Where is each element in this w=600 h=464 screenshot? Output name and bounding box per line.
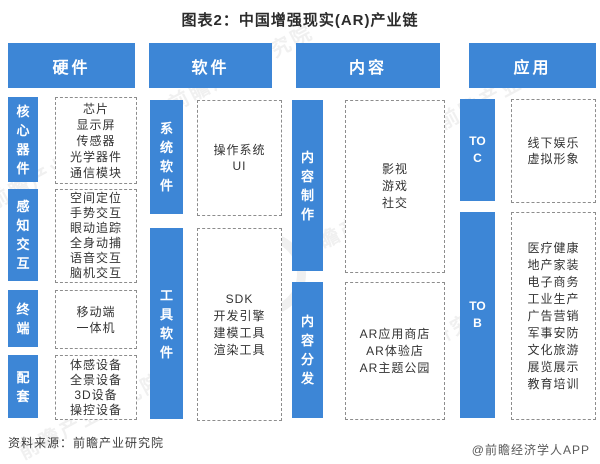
- section-label-accessories: 配套: [8, 355, 38, 418]
- chart-title: 图表2：中国增强现实(AR)产业链: [181, 12, 419, 29]
- box-item: 操作系统: [213, 143, 266, 157]
- box-item: 一体机: [76, 320, 116, 335]
- box-item: 通信模块: [69, 165, 122, 180]
- column-header-content: 内容: [296, 43, 440, 88]
- box-item: UI: [232, 159, 247, 173]
- section-box-perception-interaction: 空间定位手势交互眼动追踪全身动捕语音交互脑机交互: [55, 189, 137, 283]
- column-header-application: 应用: [469, 43, 596, 88]
- box-item: 渲染工具: [213, 342, 266, 357]
- box-item: 全景设备: [69, 372, 122, 387]
- box-item: 传感器: [76, 133, 116, 148]
- source-note: 资料来源：前瞻产业研究院: [8, 436, 165, 450]
- box-item: 眼动追踪: [69, 221, 122, 235]
- box-item: 3D设备: [74, 387, 118, 402]
- box-item: 医疗健康: [527, 240, 580, 255]
- box-item: 建模工具: [213, 325, 266, 340]
- box-item: 影视: [381, 162, 408, 176]
- section-label-core-components: 核心器件: [8, 97, 38, 182]
- box-item: 手势交互: [69, 206, 122, 220]
- section-box-content-distribution: AR应用商店 AR体验店 AR主题公园: [345, 282, 445, 420]
- box-item: 游戏: [381, 179, 408, 193]
- box-item: 移动端: [76, 304, 116, 319]
- section-label-content-distribution: 内容分发: [292, 282, 323, 418]
- box-item: 广告营销: [527, 308, 580, 323]
- section-label-tool-software: 工具软件: [150, 228, 183, 419]
- column-header-software: 软件: [149, 43, 272, 88]
- box-item: 地产家装: [527, 257, 580, 272]
- box-item: 体感设备: [69, 357, 122, 372]
- section-box-to-c: 线下娱乐虚拟形象: [511, 99, 596, 203]
- attribution-note: @前瞻经济学人APP: [471, 443, 590, 457]
- box-item: 工业生产: [527, 291, 580, 306]
- box-item: AR应用商店: [359, 326, 431, 341]
- box-item: AR体验店: [366, 343, 424, 358]
- box-item: 文化旅游: [527, 342, 580, 357]
- section-label-content-production: 内容制作: [292, 100, 323, 271]
- section-box-content-production: 影视游戏社交: [345, 100, 445, 273]
- box-item: 显示屏: [76, 117, 116, 132]
- section-box-terminal: 移动端一体机: [55, 290, 137, 349]
- box-item: AR主题公园: [359, 360, 431, 375]
- box-item: 脑机交互: [69, 266, 122, 280]
- box-item: 语音交互: [69, 251, 122, 265]
- box-item: SDK: [225, 291, 254, 306]
- box-item: 开发引擎: [213, 308, 266, 323]
- box-item: 社交: [381, 196, 408, 210]
- section-label-perception-interaction: 感知交互: [8, 189, 38, 281]
- box-item: 芯片: [82, 101, 109, 116]
- box-item: 电子商务: [527, 274, 580, 289]
- box-item: 教育培训: [527, 376, 580, 391]
- section-label-system-software: 系统软件: [150, 100, 183, 214]
- box-item: 操控设备: [69, 402, 122, 417]
- box-item: 展览展示: [527, 359, 580, 374]
- section-box-system-software: 操作系统 UI: [197, 100, 282, 216]
- section-box-tool-software: SDK 开发引擎建模工具渲染工具: [197, 228, 282, 421]
- box-item: 虚拟形象: [527, 152, 580, 166]
- section-box-core-components: 芯片显示屏传感器光学器件通信模块: [55, 97, 137, 184]
- box-item: 空间定位: [69, 191, 122, 205]
- box-item: 线下娱乐: [527, 136, 580, 150]
- box-item: 光学器件: [69, 149, 122, 164]
- box-item: 全身动捕: [69, 236, 122, 250]
- section-box-to-b: 医疗健康地产家装电子商务工业生产广告营销军事安防文化旅游展览展示教育培训: [511, 212, 596, 420]
- section-label-terminal: 终端: [8, 290, 38, 347]
- box-item: 军事安防: [527, 325, 580, 340]
- column-header-hardware: 硬件: [8, 43, 135, 88]
